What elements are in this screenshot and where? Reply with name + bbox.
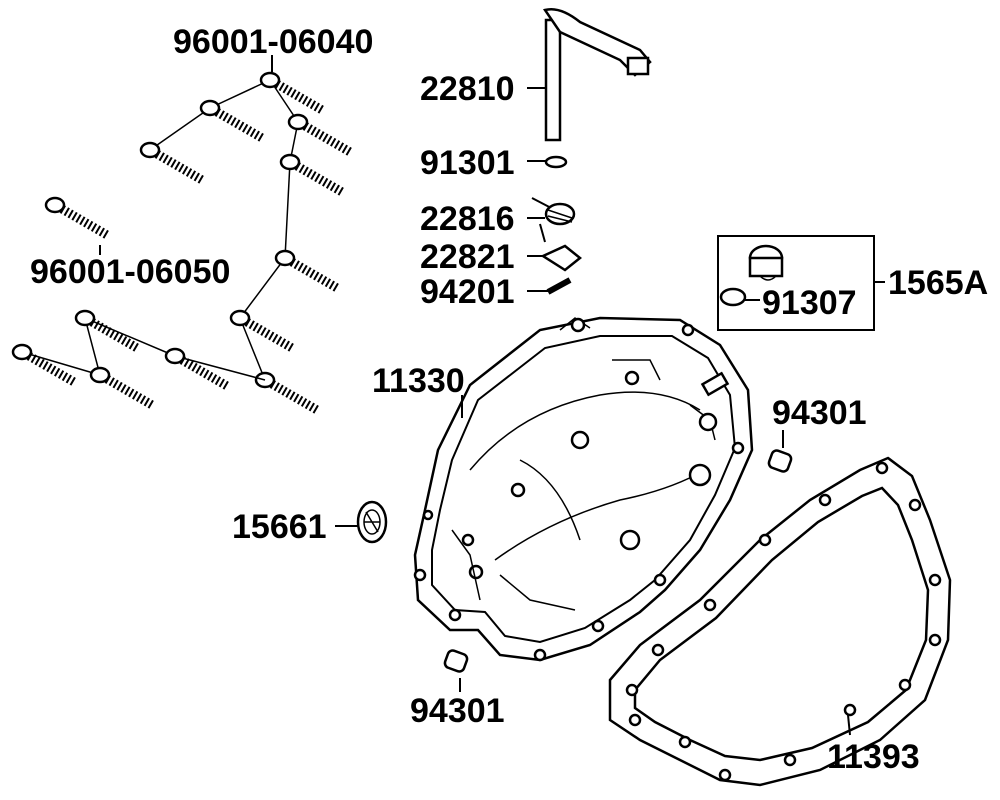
o-ring	[719, 287, 747, 307]
label-dowel-bottom: 94301	[410, 692, 505, 730]
label-pin: 94201	[420, 273, 515, 311]
label-cap-kit: 1565A	[888, 264, 988, 302]
label-oil-seal: 15661	[232, 508, 327, 546]
label-spring: 22816	[420, 200, 515, 238]
label-gasket: 11393	[827, 738, 920, 776]
label-bolt-long: 96001-06050	[30, 253, 230, 291]
gasket	[608, 456, 952, 787]
dowel-pin-bottom	[443, 649, 469, 673]
washer	[544, 155, 568, 169]
bolt-group-long	[13, 198, 266, 405]
label-collar: 22821	[420, 238, 515, 276]
label-washer: 91301	[420, 144, 515, 182]
spring	[531, 197, 576, 243]
label-dowel-right: 94301	[772, 394, 867, 432]
clutch-cover	[413, 316, 754, 662]
pin	[546, 277, 572, 295]
shift-shaft	[542, 8, 652, 142]
bolt-group-short	[141, 73, 350, 410]
label-shift-shaft: 22810	[420, 70, 515, 108]
oil-seal	[356, 500, 388, 544]
label-cover: 11330	[372, 362, 465, 400]
collar	[540, 244, 583, 272]
leader-lines	[99, 55, 885, 736]
dowel-pin-right	[767, 449, 793, 473]
label-bolt-short: 96001-06040	[173, 23, 373, 61]
label-o-ring: 91307	[762, 284, 857, 322]
